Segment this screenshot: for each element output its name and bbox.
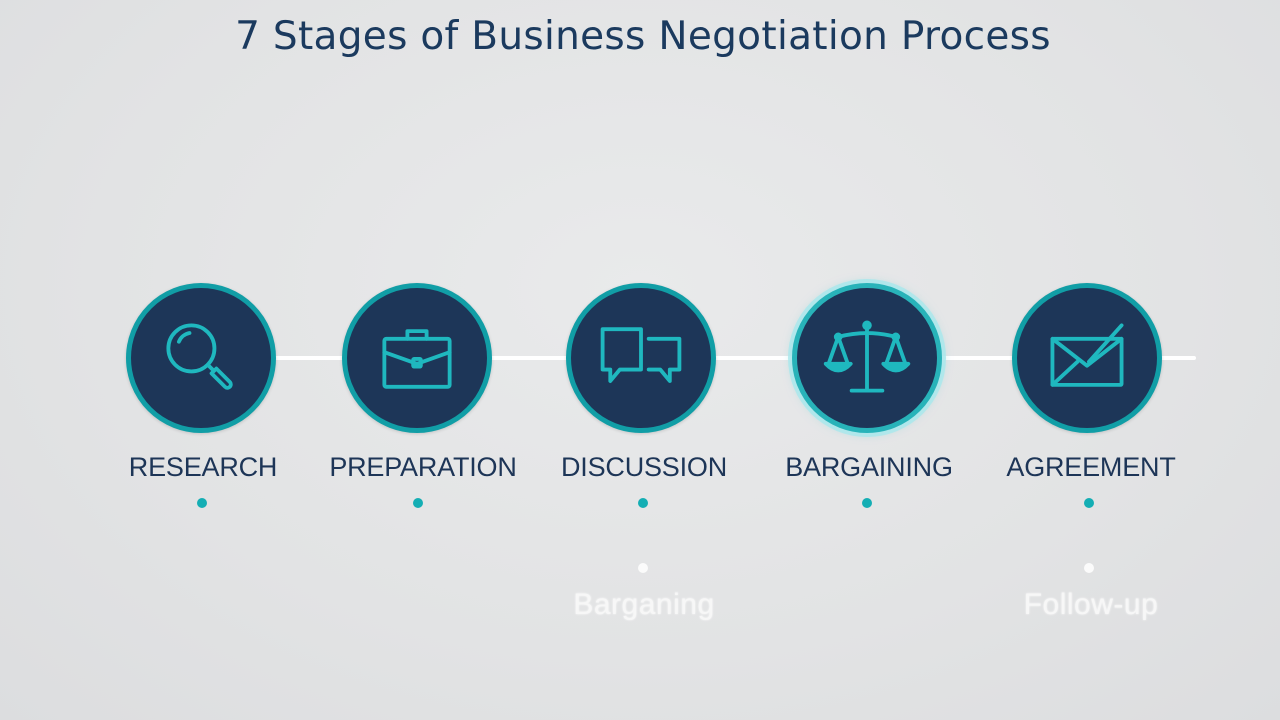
stage-dot-research xyxy=(197,498,207,508)
stage-label-discussion: DISCUSSION xyxy=(560,452,728,482)
stage-circle-discussion xyxy=(566,283,716,433)
faded-label-follow-up: Follow-up xyxy=(1023,588,1159,621)
faded-dot-agreement xyxy=(1084,563,1094,573)
stage-label-bargaining: BARGAINING xyxy=(785,452,953,482)
stage-dot-discussion xyxy=(638,498,648,508)
stage-label-agreement: AGREEMENT xyxy=(1006,452,1176,482)
magnifier-icon xyxy=(166,323,233,390)
envelope-check-icon xyxy=(1050,323,1124,387)
stage-label-preparation: PREPARATION xyxy=(329,452,517,482)
stage-dot-preparation xyxy=(413,498,423,508)
faded-dot-discussion xyxy=(638,563,648,573)
stage-label-research: RESEARCH xyxy=(128,452,278,482)
briefcase-icon xyxy=(382,329,452,389)
diagram-title: 7 Stages of Business Negotiation Process xyxy=(235,14,1051,59)
stage-dot-agreement xyxy=(1084,498,1094,508)
faded-label-bargaining: Barganing xyxy=(573,588,715,621)
scales-icon xyxy=(823,320,911,393)
stage-circle-agreement xyxy=(1012,283,1162,433)
stage-circle-research xyxy=(126,283,276,433)
stage-circle-bargaining xyxy=(792,283,942,433)
speech-bubbles-icon xyxy=(600,327,682,383)
stage-dot-bargaining xyxy=(862,498,872,508)
stage-circle-preparation xyxy=(342,283,492,433)
